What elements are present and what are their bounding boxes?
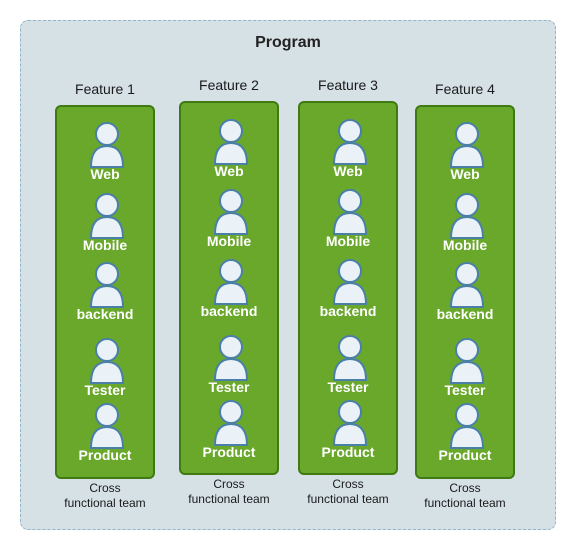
feature-title: Feature 3 [318,77,378,93]
team-caption-line: Cross [89,481,121,495]
team-member-product: Product [181,399,277,463]
team-member-mobile: Mobile [417,192,513,256]
team-caption-line: functional team [64,496,146,510]
team-member-tester: Tester [57,337,153,401]
team-member-web: Web [57,121,153,185]
team-member-web: Web [417,121,513,185]
team-member-mobile: Mobile [181,188,277,252]
team-member-backend: backend [181,258,277,322]
feature-title: Feature 2 [199,77,259,93]
member-role-label: Tester [444,382,486,398]
feature-title: Feature 1 [75,81,135,97]
member-role-label: Mobile [442,237,488,253]
team-caption-line: functional team [188,492,270,506]
member-role-label: Product [202,444,256,460]
member-role-label: backend [200,303,258,319]
member-role-label: Product [321,444,375,460]
team-member-product: Product [300,399,396,463]
member-role-label: Tester [327,379,369,395]
team-member-backend: backend [300,258,396,322]
member-role-label: Product [438,447,492,463]
member-role-label: Web [214,163,244,179]
member-role-label: Mobile [325,233,371,249]
team-member-backend: backend [417,261,513,325]
member-role-label: Tester [84,382,126,398]
member-role-label: Web [450,166,480,182]
team-member-mobile: Mobile [57,192,153,256]
feature-title: Feature 4 [435,81,495,97]
member-role-label: backend [436,306,494,322]
program-title: Program [255,34,321,51]
team-member-product: Product [417,402,513,466]
team-caption-line: functional team [424,496,506,510]
team-caption-line: Cross [332,477,364,491]
member-role-label: Product [78,447,132,463]
team-member-mobile: Mobile [300,188,396,252]
team-member-product: Product [57,402,153,466]
member-role-label: backend [319,303,377,319]
member-role-label: Web [90,166,120,182]
team-member-web: Web [181,118,277,182]
team-member-tester: Tester [300,334,396,398]
member-role-label: Mobile [82,237,128,253]
team-member-tester: Tester [181,334,277,398]
team-member-backend: backend [57,261,153,325]
team-caption-line: Cross [213,477,245,491]
member-role-label: backend [76,306,134,322]
member-role-label: Tester [208,379,250,395]
team-caption-line: functional team [307,492,389,506]
team-member-web: Web [300,118,396,182]
team-member-tester: Tester [417,337,513,401]
member-role-label: Mobile [206,233,252,249]
team-caption-line: Cross [449,481,481,495]
member-role-label: Web [333,163,363,179]
